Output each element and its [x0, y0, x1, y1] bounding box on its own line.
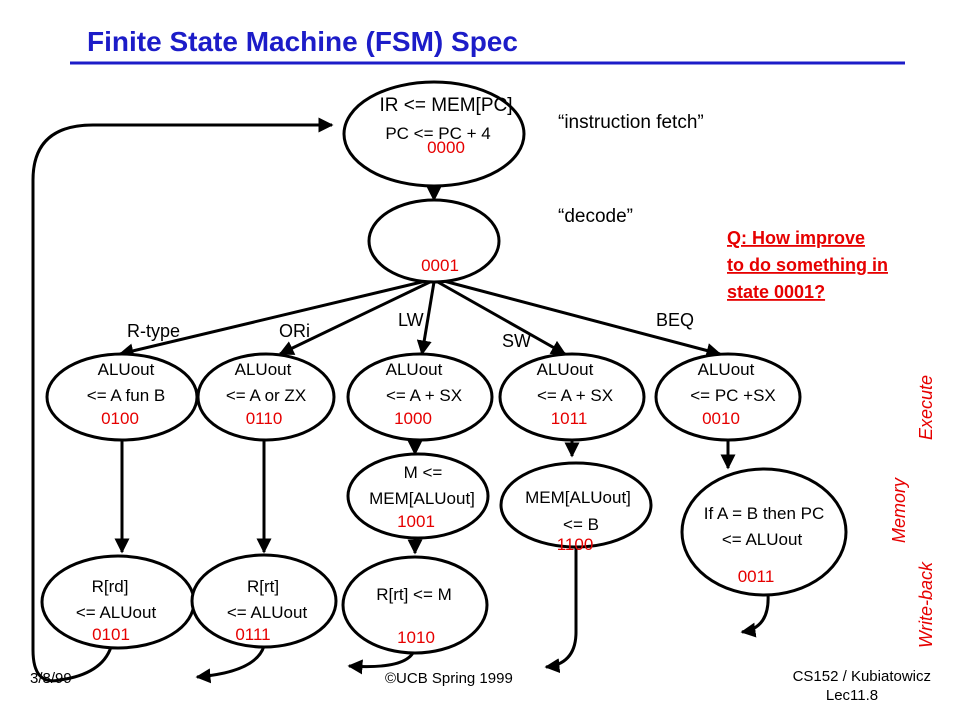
svg-text:<= ALUout: <= ALUout — [227, 603, 308, 622]
branch-label-sw: SW — [502, 331, 531, 351]
note-decode: “decode” — [558, 206, 633, 227]
state-fetch: IR <= MEM[PC] PC <= PC + 4 0000 — [342, 80, 526, 188]
state-ori-execute: ALUout <= A or ZX 0110 — [196, 352, 336, 442]
svg-text:state 0001?: state 0001? — [727, 282, 825, 302]
svg-text:R[rd]: R[rd] — [92, 577, 129, 596]
svg-text:to do something in: to do something in — [727, 255, 888, 275]
svg-text:MEM[ALUout]: MEM[ALUout] — [369, 489, 475, 508]
svg-text:ALUout: ALUout — [386, 360, 443, 379]
svg-text:Q: How improve: Q: How improve — [727, 228, 865, 248]
state-code: 0010 — [702, 409, 740, 428]
svg-text:<= ALUout: <= ALUout — [76, 603, 157, 622]
edge-decode-rtype — [118, 278, 431, 359]
edge-return-ori — [195, 645, 266, 684]
state-code: 0011 — [738, 567, 775, 586]
svg-text:ALUout: ALUout — [698, 360, 755, 379]
state-code: 0101 — [92, 625, 130, 644]
edge-decode-beq — [439, 278, 722, 358]
state-rtype-writeback: R[rd] <= ALUout 0101 — [40, 554, 196, 650]
state-sw-memory: MEM[ALUout] <= B 1100 — [499, 461, 653, 554]
phase-memory-label: Memory — [889, 477, 909, 543]
state-code: 1001 — [397, 512, 435, 531]
branch-label-ori: ORi — [279, 321, 310, 341]
state-code: 0100 — [101, 409, 139, 428]
svg-text:<= ALUout: <= ALUout — [722, 530, 803, 549]
state-code: 1000 — [394, 409, 432, 428]
state-code: 0111 — [235, 625, 270, 644]
svg-text:<= B: <= B — [563, 515, 599, 534]
state-rtype-execute: ALUout <= A fun B 0100 — [45, 352, 199, 442]
state-code: 0110 — [246, 409, 283, 428]
branch-label-rtype: R-type — [127, 321, 180, 341]
state-code: 1100 — [557, 535, 594, 554]
edge-return-main — [31, 117, 334, 683]
svg-text:<= A or ZX: <= A or ZX — [226, 386, 306, 405]
state-sw-execute: ALUout <= A + SX 1011 — [498, 352, 646, 442]
state-code: 1011 — [551, 409, 588, 428]
edge-return-beq — [740, 593, 770, 638]
footer-lecture: Lec11.8 — [826, 687, 878, 704]
state-beq-writeback: If A = B then PC <= ALUout 0011 — [680, 467, 848, 597]
state-beq-execute: ALUout <= PC +SX 0010 — [654, 352, 802, 442]
transitions — [31, 117, 770, 684]
state-lw-memory: M <= MEM[ALUout] 1001 — [346, 452, 490, 540]
branch-label-lw: LW — [398, 310, 424, 330]
note-fetch: “instruction fetch” — [558, 112, 704, 133]
svg-text:<= A + SX: <= A + SX — [537, 386, 613, 405]
svg-text:<= A fun B: <= A fun B — [87, 386, 165, 405]
phase-execute-label: Execute — [916, 375, 936, 440]
svg-text:If A = B then PC: If A = B then PC — [704, 504, 825, 523]
state-code: 1010 — [397, 628, 435, 647]
state-code: 0000 — [427, 138, 465, 157]
svg-text:R[rt]: R[rt] — [247, 577, 279, 596]
svg-text:<= PC +SX: <= PC +SX — [690, 386, 776, 405]
edge-decode-sw — [435, 279, 567, 356]
state-ori-writeback: R[rt] <= ALUout 0111 — [190, 553, 338, 649]
question-box: Q: How improve to do something in state … — [727, 228, 888, 302]
footer-copyright: ©UCB Spring 1999 — [385, 670, 513, 687]
svg-text:R[rt] <= M: R[rt] <= M — [376, 585, 452, 604]
svg-text:ALUout: ALUout — [98, 360, 155, 379]
footer-course: CS152 / Kubiatowicz — [793, 668, 931, 685]
phase-writeback-label: Write-back — [916, 561, 936, 648]
svg-text:PC <= PC + 4: PC <= PC + 4 — [385, 124, 490, 143]
edge-return-sw — [544, 546, 578, 674]
svg-text:M <=: M <= — [404, 463, 443, 482]
state-decode: 0001 — [367, 198, 501, 284]
svg-text:MEM[ALUout]: MEM[ALUout] — [525, 488, 631, 507]
svg-text:ALUout: ALUout — [235, 360, 292, 379]
state-lw-execute: ALUout <= A + SX 1000 — [346, 352, 494, 442]
page-title: Finite State Machine (FSM) Spec — [87, 26, 518, 57]
svg-text:IR <= MEM[PC]: IR <= MEM[PC] — [379, 95, 512, 116]
edge-decode-ori — [278, 279, 433, 356]
svg-text:ALUout: ALUout — [537, 360, 594, 379]
branch-label-beq: BEQ — [656, 310, 694, 330]
state-lw-writeback: R[rt] <= M 1010 — [341, 555, 489, 655]
footer-date: 3/8/99 — [30, 670, 72, 687]
edge-decode-lw — [416, 281, 436, 356]
state-code: 0001 — [421, 256, 459, 275]
svg-text:<= A + SX: <= A + SX — [386, 386, 462, 405]
